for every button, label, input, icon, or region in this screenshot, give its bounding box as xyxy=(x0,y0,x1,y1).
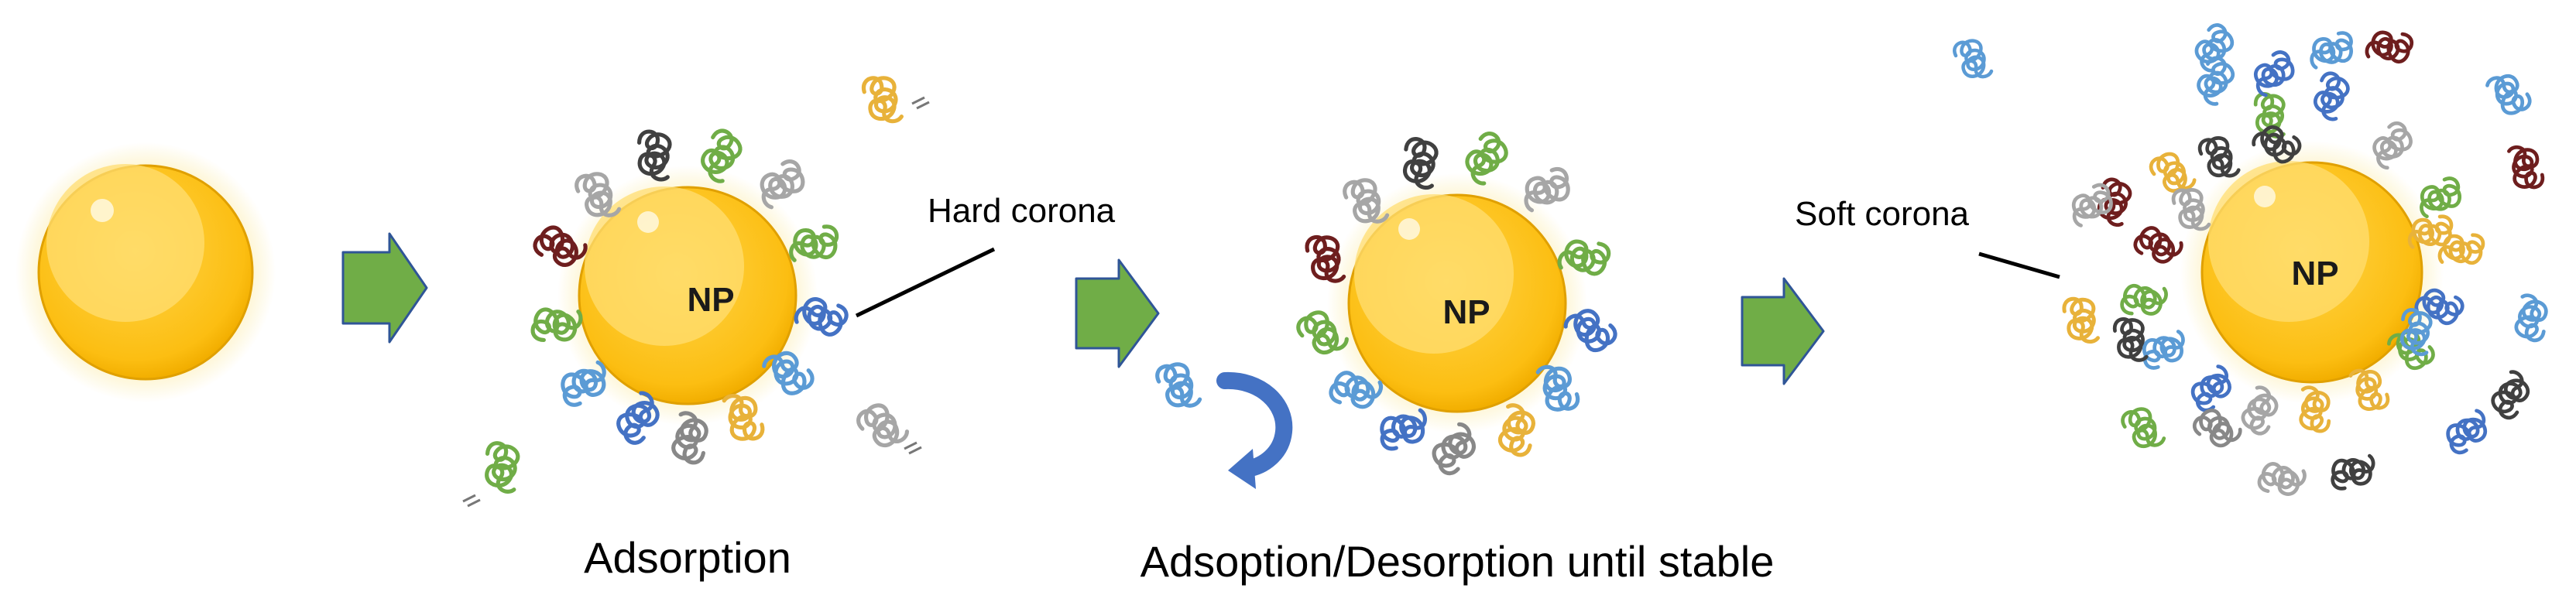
protein-coil-icon xyxy=(2253,50,2295,97)
exchange-stage: NP Adsoption/Desorption until stable xyxy=(1141,132,1775,586)
protein-coil-icon xyxy=(2193,409,2242,448)
protein-coil-icon xyxy=(856,403,910,447)
protein-coil-icon xyxy=(2310,31,2353,70)
protein-coil-icon xyxy=(2120,283,2168,316)
protein-coil-icon xyxy=(762,351,815,395)
right-arrow-icon xyxy=(1075,258,1160,368)
protein-coil-icon xyxy=(1497,403,1535,457)
nanoparticle-with-soft-corona: NP xyxy=(2180,141,2444,404)
protein-coil-icon xyxy=(2491,370,2530,420)
protein-coil-icon xyxy=(2414,288,2465,325)
protein-coil-icon xyxy=(2071,183,2113,227)
protein-coil-icon xyxy=(1563,309,1617,353)
protein-coil-icon xyxy=(1403,137,1439,190)
soft-corona-label: Soft corona xyxy=(1795,195,1970,233)
hard-corona-label: Hard corona xyxy=(928,192,1116,230)
protein-coil-icon xyxy=(2514,293,2548,343)
nanoparticle-exchange: NP xyxy=(1327,173,1587,433)
nanoparticle-with-hard-corona: NP xyxy=(557,166,818,426)
np-label: NP xyxy=(2291,255,2338,292)
protein-coil-icon xyxy=(2437,233,2485,265)
free-proteins xyxy=(462,39,2100,508)
soft-corona-stage: NP Soft corona xyxy=(1795,23,2548,496)
protein-coil-icon xyxy=(2194,23,2235,73)
protein-coil-icon xyxy=(1465,132,1508,186)
protein-cluster-soft-corona xyxy=(2071,23,2548,496)
protein-coil-icon xyxy=(789,224,839,262)
protein-coil-icon xyxy=(2348,368,2390,411)
protein-coil-icon xyxy=(794,297,849,337)
protein-coil-icon xyxy=(2149,152,2197,193)
protein-coil-icon xyxy=(2062,296,2100,344)
protein-coil-icon xyxy=(2485,74,2532,115)
protein-coil-icon xyxy=(1557,239,1611,276)
protein-coil-icon xyxy=(2253,91,2286,139)
hard-corona-stage: NP Hard corona Adsorption xyxy=(530,128,1116,582)
protein-coil-icon xyxy=(2372,121,2413,170)
protein-coil-icon xyxy=(1329,371,1383,409)
protein-coil-icon xyxy=(861,76,904,124)
protein-coil-icon xyxy=(701,128,743,183)
protein-coil-icon xyxy=(637,129,672,182)
protein-coil-icon xyxy=(616,391,660,445)
protein-coil-icon xyxy=(533,225,588,267)
protein-coil-icon xyxy=(2121,407,2166,449)
right-arrow-icon xyxy=(1741,277,1825,385)
protein-coil-icon xyxy=(2133,226,2183,264)
protein-coil-icon xyxy=(2171,188,2211,231)
protein-coil-icon xyxy=(1305,234,1346,283)
protein-coil-icon xyxy=(561,360,606,407)
protein-cluster-hard-corona-1 xyxy=(530,128,849,465)
protein-coil-icon xyxy=(2331,453,2375,491)
protein-coil-icon xyxy=(2446,409,2488,455)
protein-coil-icon xyxy=(2257,462,2307,496)
step-label-exchange: Adsoption/Desorption until stable xyxy=(1141,537,1775,586)
protein-coil-icon xyxy=(2142,330,2185,370)
protein-coil-icon xyxy=(1953,39,1994,79)
protein-coil-icon xyxy=(2197,56,2235,106)
bare-nanoparticle xyxy=(15,142,276,402)
protein-coil-icon xyxy=(2507,145,2545,190)
protein-coil-icon xyxy=(2299,385,2331,433)
protein-coil-icon xyxy=(530,307,583,342)
step-label-adsorption: Adsorption xyxy=(584,533,791,582)
soft-corona-leader-line xyxy=(1978,251,2060,279)
protein-coil-icon xyxy=(2241,385,2279,436)
protein-coil-icon xyxy=(2420,176,2461,219)
protein-coil-icon xyxy=(2190,364,2231,412)
protein-coil-icon xyxy=(2365,30,2413,64)
np-label: NP xyxy=(687,281,734,319)
right-arrow-icon xyxy=(341,232,428,344)
protein-coil-icon xyxy=(2113,317,2149,362)
protein-coil-icon xyxy=(1535,364,1580,412)
protein-coil-icon xyxy=(671,411,708,465)
protein-coil-icon xyxy=(1432,422,1476,476)
protein-coil-icon xyxy=(1155,362,1202,408)
np-label: NP xyxy=(1442,293,1490,331)
protein-coil-icon xyxy=(2407,214,2454,249)
protein-coil-icon xyxy=(2252,125,2302,164)
curved-arrow-icon xyxy=(1216,371,1293,489)
protein-coil-icon xyxy=(575,172,622,217)
protein-coil-icon xyxy=(2399,308,2433,357)
protein-coil-icon xyxy=(760,159,805,210)
protein-coil-icon xyxy=(2314,71,2350,121)
protein-cluster-hard-corona-2 xyxy=(1296,132,1617,476)
protein-coil-icon xyxy=(1343,178,1390,224)
protein-coil-icon xyxy=(485,441,520,494)
protein-coil-icon xyxy=(2197,136,2241,178)
protein-coil-icon xyxy=(722,394,765,441)
protein-coil-icon xyxy=(1296,310,1349,354)
hard-corona-leader-line xyxy=(855,247,996,318)
protein-coil-icon xyxy=(1380,408,1427,451)
protein-coil-icon xyxy=(1524,166,1570,213)
